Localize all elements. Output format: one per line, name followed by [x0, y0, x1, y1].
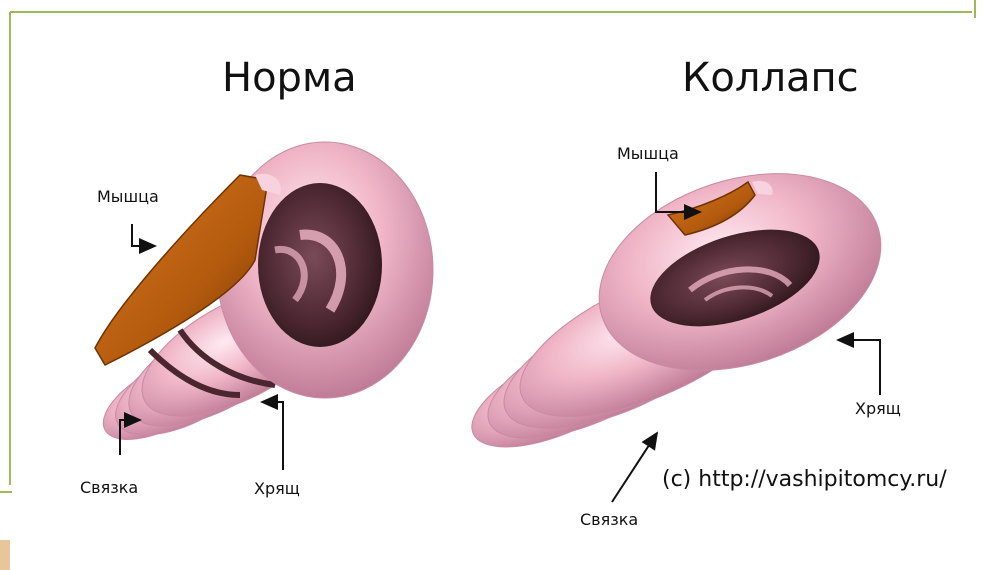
collapse-cartilage-label: Хрящ — [855, 399, 901, 418]
collapse-ligament-label: Связка — [580, 510, 638, 529]
normal-title: Норма — [222, 55, 357, 101]
normal-cartilage-label: Хрящ — [254, 479, 300, 498]
collapse-muscle-label: Мышца — [617, 144, 679, 163]
collapse-trachea — [458, 140, 907, 469]
normal-ligament-label: Связка — [80, 478, 138, 497]
collapse-title: Коллапс — [682, 55, 859, 101]
normal-muscle-label: Мышца — [97, 187, 159, 206]
credit-text: (c) http://vashipitomcy.ru/ — [662, 467, 947, 492]
